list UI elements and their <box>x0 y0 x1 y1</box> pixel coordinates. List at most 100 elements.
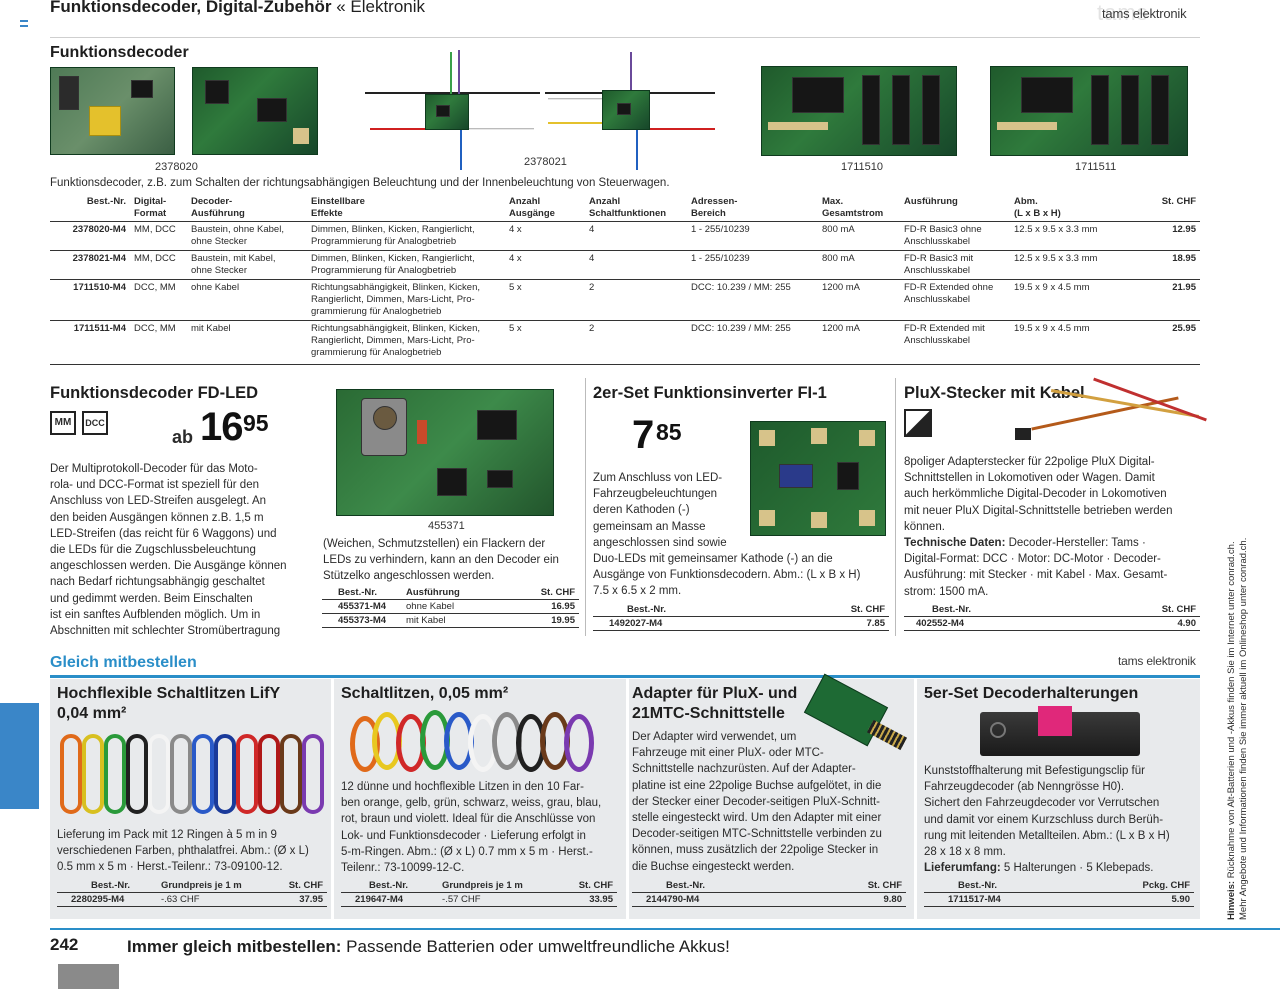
price-main: 16 <box>200 405 243 449</box>
spec-cell: 800 mA <box>818 250 900 280</box>
schaltlitzen-text: 12 dünne und hochflexible Litzen in den … <box>341 781 602 875</box>
caption: 1711511 <box>1075 161 1117 173</box>
spec-cell: 4 x <box>505 221 585 251</box>
table-bottom-rule <box>50 364 1200 365</box>
product-image-2378020b <box>192 67 318 155</box>
wire-black <box>365 92 540 94</box>
product-title-lify: Hochflexible Schaltlitzen LifY <box>57 685 281 702</box>
column-divider <box>895 378 896 636</box>
halter-text: Kunststoffhalterung mit Befestigungsclip… <box>924 765 1170 859</box>
wire-green <box>450 52 452 100</box>
spec-cell: Dimmen, Blinken, Kicken, Rangierlicht, P… <box>307 250 505 280</box>
fi1-text: Zum Anschluss von LED- Fahrzeugbeleuchtu… <box>593 472 861 598</box>
caption: 1711510 <box>841 161 884 173</box>
adapter-text: Der Adapter wird verwendet, um Fahrzeuge… <box>632 731 882 873</box>
spec-cell: 4 <box>585 221 687 251</box>
price-prefix: ab <box>172 427 194 447</box>
product-image-1711511 <box>990 66 1188 156</box>
spec-cell: Baustein, ohne Kabel, ohne Stecker <box>187 221 307 251</box>
product-title-plux: PluX-Stecker mit Kabel <box>904 384 1085 402</box>
spec-cell: 18.95 <box>1148 250 1200 280</box>
spec-column-header: Ausführung <box>904 196 958 207</box>
column-divider <box>585 378 586 636</box>
price-main: 7 <box>632 413 655 457</box>
product-title-lify-2: 0,04 mm² <box>57 705 127 722</box>
caption: 2378020 <box>155 161 198 173</box>
spec-cell: 1711511-M4 <box>50 320 130 361</box>
wire-violet <box>630 52 632 90</box>
spec-cell: mit Kabel <box>187 320 307 361</box>
spec-column-header: Best.-Nr. <box>86 196 126 207</box>
fdled-text-left: Der Multiprotokoll-Decoder für das Moto-… <box>50 463 287 638</box>
chapter-tab <box>0 703 39 809</box>
spec-cell: FD-R Basic3 mit Anschlusskabel <box>900 250 1010 280</box>
halter-lieferumfang: Lieferumfang: 5 Halterungen · 5 Klebepad… <box>924 862 1154 874</box>
price-cents: 85 <box>656 419 682 445</box>
wire-white <box>462 128 534 130</box>
dc-motor-icon <box>904 409 932 437</box>
spec-cell: DCC: 10.239 / MM: 255 <box>687 279 818 321</box>
product-image-1492027 <box>750 421 886 536</box>
spec-cell: DCC, MM <box>130 279 187 321</box>
wire-blue <box>636 130 638 170</box>
spec-cell: 2378021-M4 <box>50 250 130 280</box>
page-header: Funktionsdecoder, Digital-Zubehör « Elek… <box>50 0 425 17</box>
plux-connector <box>1015 428 1031 440</box>
spec-cell: DCC: 10.239 / MM: 255 <box>687 320 818 361</box>
mm-badge: MM <box>50 411 76 435</box>
section-rule <box>50 675 1200 678</box>
spec-cell: Richtungsabhängigkeit, Blinken, Kicken, … <box>307 279 505 321</box>
product-image-455371 <box>336 389 554 516</box>
product-title-fdled: Funktionsdecoder FD-LED <box>50 384 259 402</box>
product-image-219647 <box>350 708 610 776</box>
brand-ghost: tams <box>1097 0 1149 25</box>
section-intro: Funktionsdecoder, z.B. zum Schalten der … <box>50 177 670 189</box>
caption: 2378021 <box>524 156 567 168</box>
product-image-1711517 <box>980 706 1140 756</box>
spec-cell: 2 <box>585 320 687 361</box>
spec-cell: 1 - 255/10239 <box>687 250 818 280</box>
wire-red <box>650 128 715 130</box>
footer-slogan: Immer gleich mitbestellen: Passende Batt… <box>127 937 730 956</box>
page-number: 242 <box>50 935 79 954</box>
spec-cell: 5 x <box>505 279 585 321</box>
spec-cell: ohne Kabel <box>187 279 307 321</box>
spec-column-header: Max. Gesamtstrom <box>822 196 884 219</box>
spec-cell: FD-R Basic3 ohne Anschlusskabel <box>900 221 1010 251</box>
spec-column-header: Anzahl Schaltfunktionen <box>589 196 667 219</box>
spec-cell: FD-R Extended ohne Anschlusskabel <box>900 279 1010 321</box>
spec-cell: 12.5 x 9.5 x 3.3 mm <box>1010 250 1148 280</box>
spec-column-header: Adressen- Bereich <box>691 196 738 219</box>
section-title: Funktionsdecoder <box>50 44 189 61</box>
spec-column-header: St. CHF <box>1161 196 1196 207</box>
margin-mark <box>20 25 28 27</box>
brand-logo: tams elektronik <box>1118 654 1196 668</box>
lify-text: Lieferung im Pack mit 12 Ringen à 5 m in… <box>57 829 309 874</box>
spec-cell: 19.5 x 9 x 4.5 mm <box>1010 320 1148 361</box>
spec-cell: Baustein, mit Kabel, ohne Stecker <box>187 250 307 280</box>
spec-cell: 12.95 <box>1148 221 1200 251</box>
product-image-2280295 <box>60 730 328 818</box>
product-title-fi1: 2er-Set Funktionsinverter FI-1 <box>593 384 827 402</box>
spec-column-header: Abm. (L x B x H) <box>1014 196 1061 219</box>
spec-cell: 25.95 <box>1148 320 1200 361</box>
wire-blue <box>460 130 462 170</box>
product-title-schaltlitzen: Schaltlitzen, 0,05 mm² <box>341 685 509 702</box>
spec-cell: MM, DCC <box>130 221 187 251</box>
caption: 455371 <box>428 520 465 532</box>
